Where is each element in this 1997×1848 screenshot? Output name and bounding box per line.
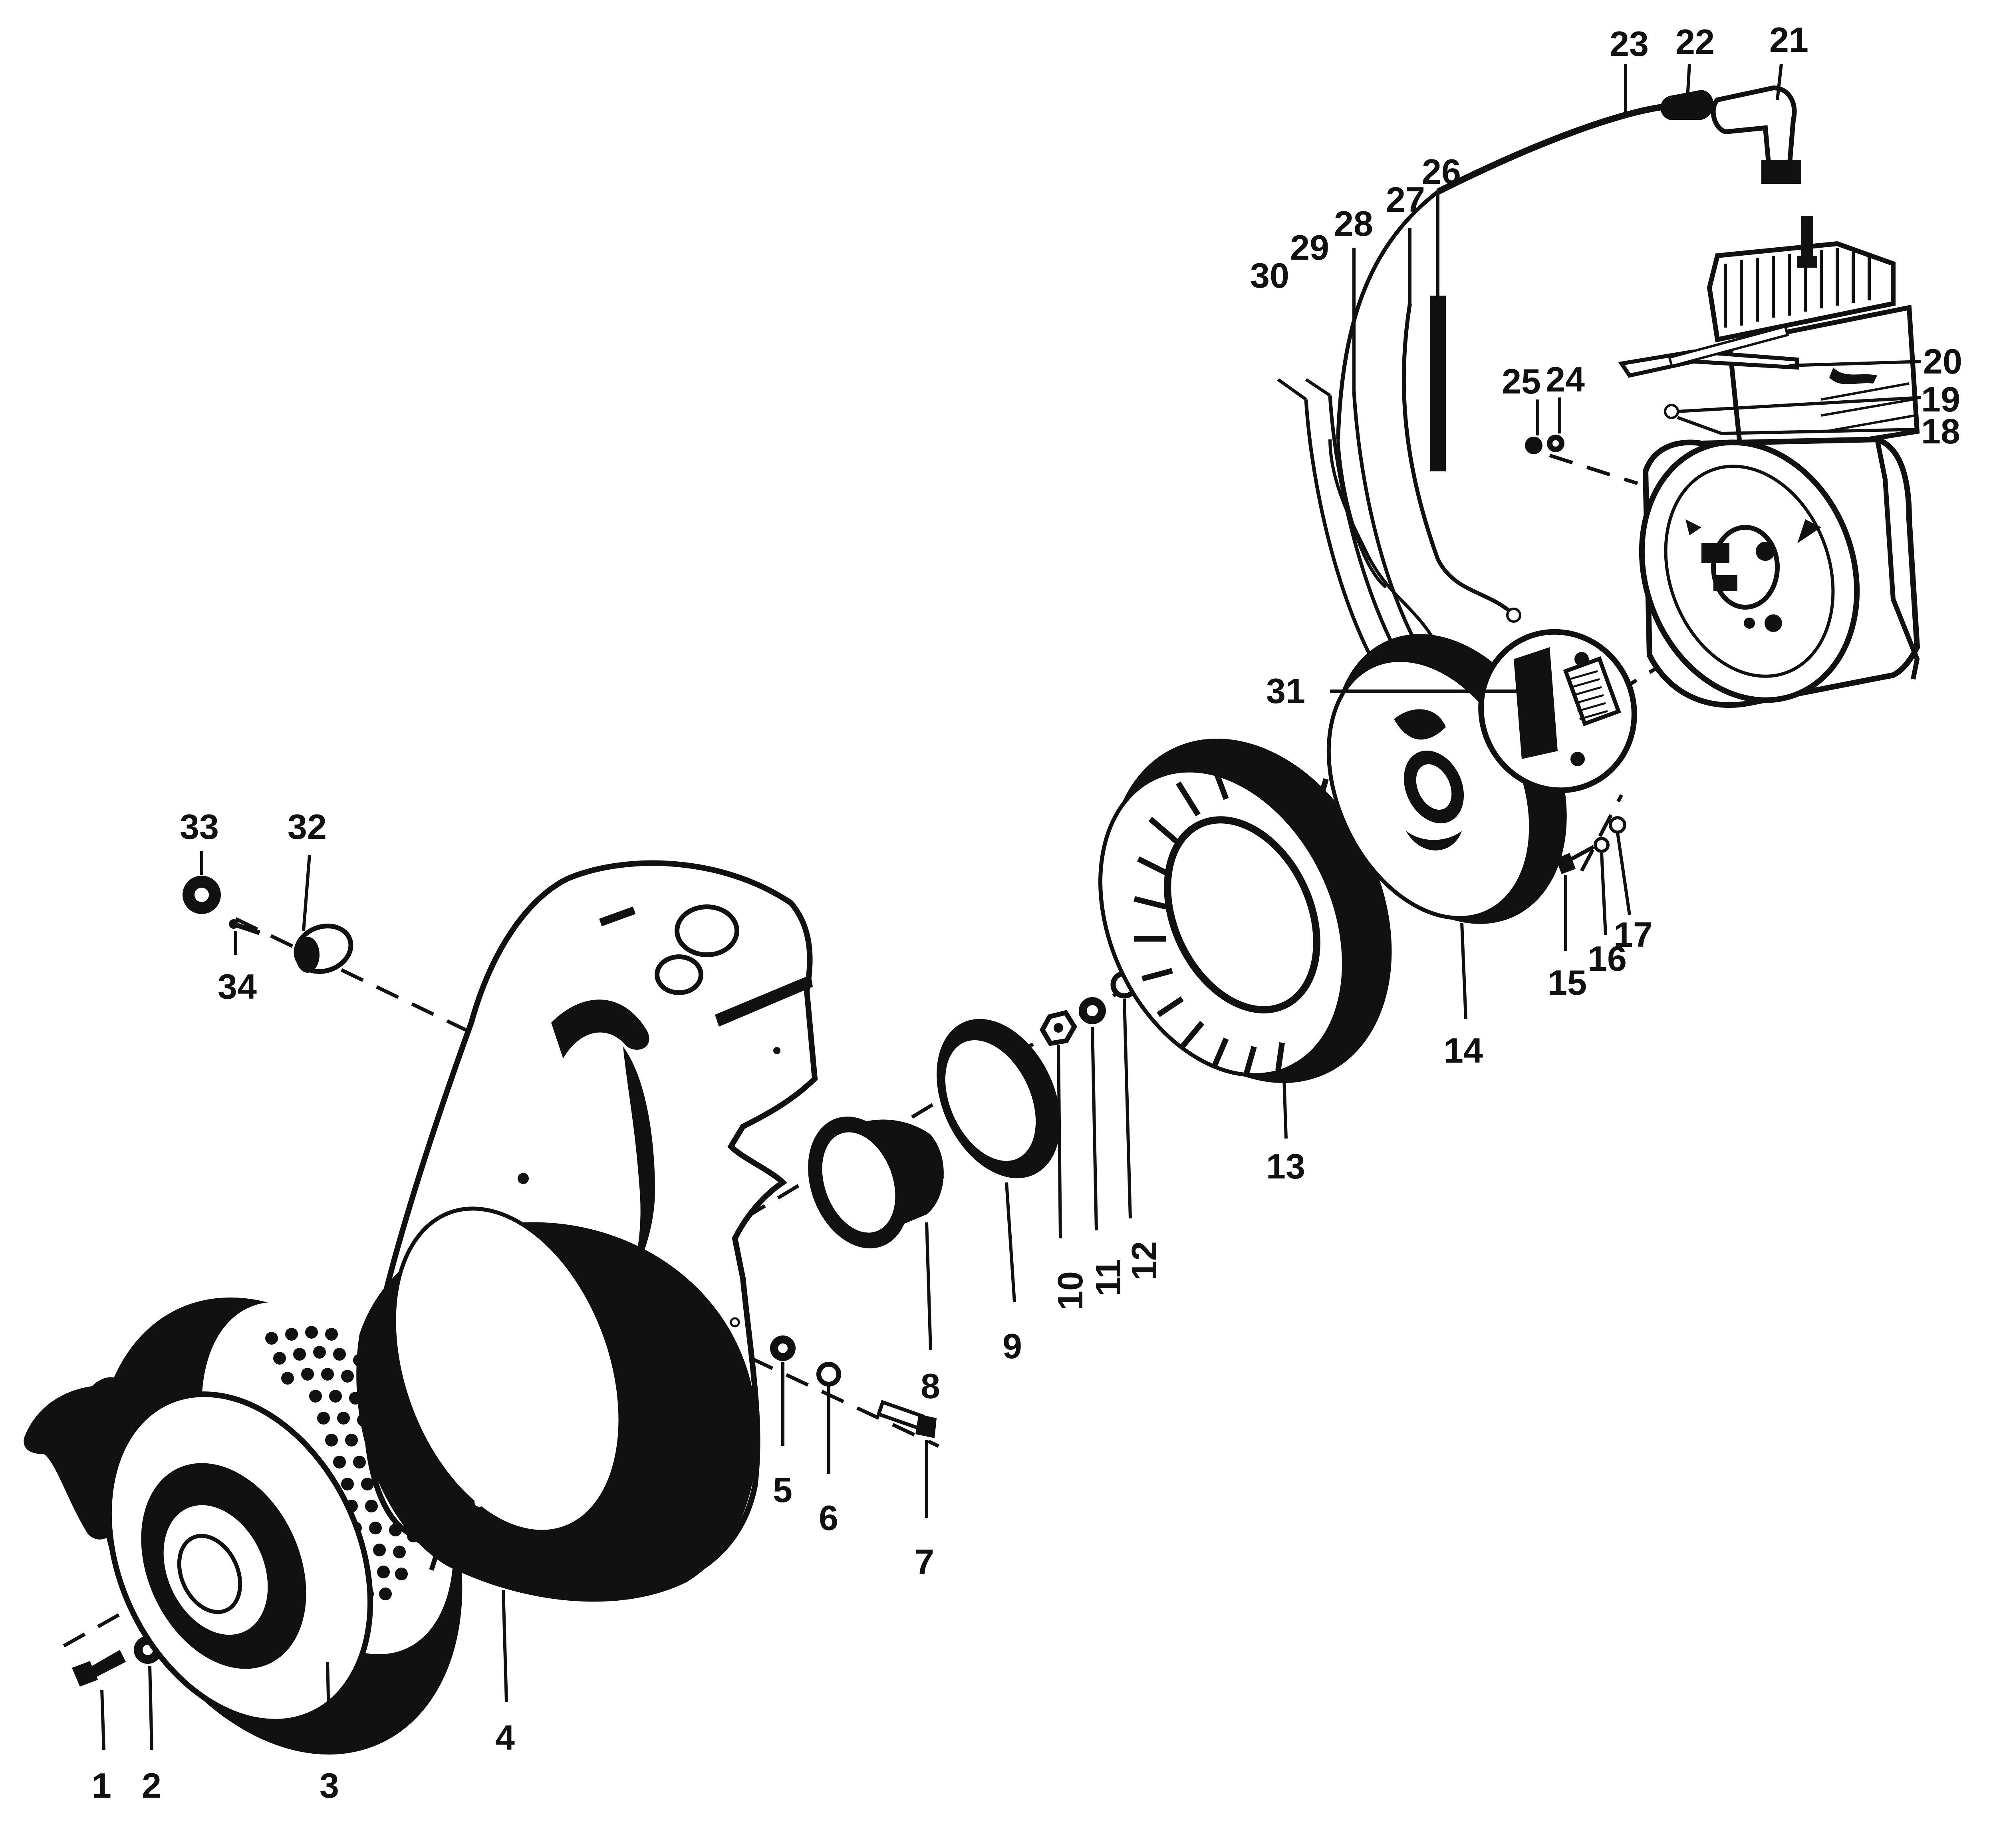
part-engine-block bbox=[1618, 216, 1920, 708]
part-pulley-cup-8 bbox=[808, 1117, 944, 1248]
part-lock-washer-11 bbox=[1079, 997, 1106, 1024]
callout-4: 4 bbox=[495, 1718, 515, 1757]
callout-9: 9 bbox=[1002, 1326, 1022, 1366]
part-connector-22 bbox=[1660, 90, 1713, 120]
part-washer-6 bbox=[816, 1362, 841, 1387]
part-fan-housing-4 bbox=[356, 860, 818, 1602]
callout-7: 7 bbox=[915, 1542, 934, 1582]
part-recoil-starter-3 bbox=[24, 1297, 463, 1755]
callout-10: 10 bbox=[1050, 1271, 1090, 1310]
callout-3: 3 bbox=[320, 1766, 339, 1805]
fan-blades bbox=[1133, 759, 1329, 1075]
part-bolt-7 bbox=[876, 1400, 937, 1438]
callout-8: 8 bbox=[921, 1366, 940, 1406]
callout-18: 18 bbox=[1921, 411, 1960, 451]
part-nut-10 bbox=[1040, 1010, 1077, 1046]
callout-labels: 1 2 3 4 5 6 7 8 9 10 11 12 13 14 15 16 1… bbox=[92, 20, 1962, 1805]
callout-32: 32 bbox=[288, 807, 327, 847]
callout-1: 1 bbox=[92, 1766, 111, 1805]
callout-6: 6 bbox=[819, 1498, 838, 1538]
part-washer-16 bbox=[1594, 837, 1610, 853]
callout-34: 34 bbox=[218, 967, 257, 1006]
callout-19: 19 bbox=[1921, 380, 1960, 419]
part-washer-5 bbox=[770, 1335, 796, 1361]
callout-17: 17 bbox=[1614, 915, 1653, 954]
callout-15: 15 bbox=[1548, 963, 1587, 1002]
callout-16: 16 bbox=[1588, 939, 1627, 978]
part-plug-cap-21 bbox=[1711, 85, 1801, 184]
callout-27: 27 bbox=[1386, 180, 1425, 219]
part-nut-25 bbox=[1525, 437, 1542, 454]
callout-24: 24 bbox=[1546, 360, 1585, 399]
callout-20: 20 bbox=[1923, 342, 1962, 381]
part-pin-34 bbox=[229, 919, 260, 935]
callout-13: 13 bbox=[1266, 1147, 1305, 1186]
callout-31: 31 bbox=[1266, 671, 1305, 711]
callout-14: 14 bbox=[1444, 1031, 1483, 1070]
part-washer-19 bbox=[1664, 404, 1679, 419]
callout-12: 12 bbox=[1124, 1241, 1164, 1280]
callout-33: 33 bbox=[180, 807, 219, 847]
part-fan-wheel-13 bbox=[1098, 738, 1392, 1083]
part-disc-9 bbox=[937, 1019, 1060, 1178]
ignition-wires bbox=[1304, 103, 1674, 656]
callout-26: 26 bbox=[1422, 152, 1461, 191]
callout-30: 30 bbox=[1250, 256, 1289, 295]
callout-29: 29 bbox=[1290, 228, 1329, 267]
callout-5: 5 bbox=[773, 1470, 792, 1510]
callout-25: 25 bbox=[1502, 362, 1541, 401]
leader-lines bbox=[100, 64, 1922, 1750]
callout-28: 28 bbox=[1334, 204, 1373, 243]
callout-11: 11 bbox=[1088, 1259, 1128, 1296]
part-ignition-stator-31 bbox=[1478, 629, 1637, 793]
part-nut-33 bbox=[183, 876, 221, 914]
callout-21: 21 bbox=[1769, 20, 1808, 60]
part-washer-24 bbox=[1547, 435, 1564, 452]
callout-23: 23 bbox=[1610, 24, 1649, 64]
part-clamp-32 bbox=[294, 924, 353, 974]
callout-22: 22 bbox=[1675, 22, 1715, 62]
callout-2: 2 bbox=[142, 1766, 161, 1805]
part-screw-15 bbox=[1556, 845, 1595, 874]
part-washer-17 bbox=[1609, 816, 1626, 834]
part-bolt-1 bbox=[72, 1650, 126, 1687]
